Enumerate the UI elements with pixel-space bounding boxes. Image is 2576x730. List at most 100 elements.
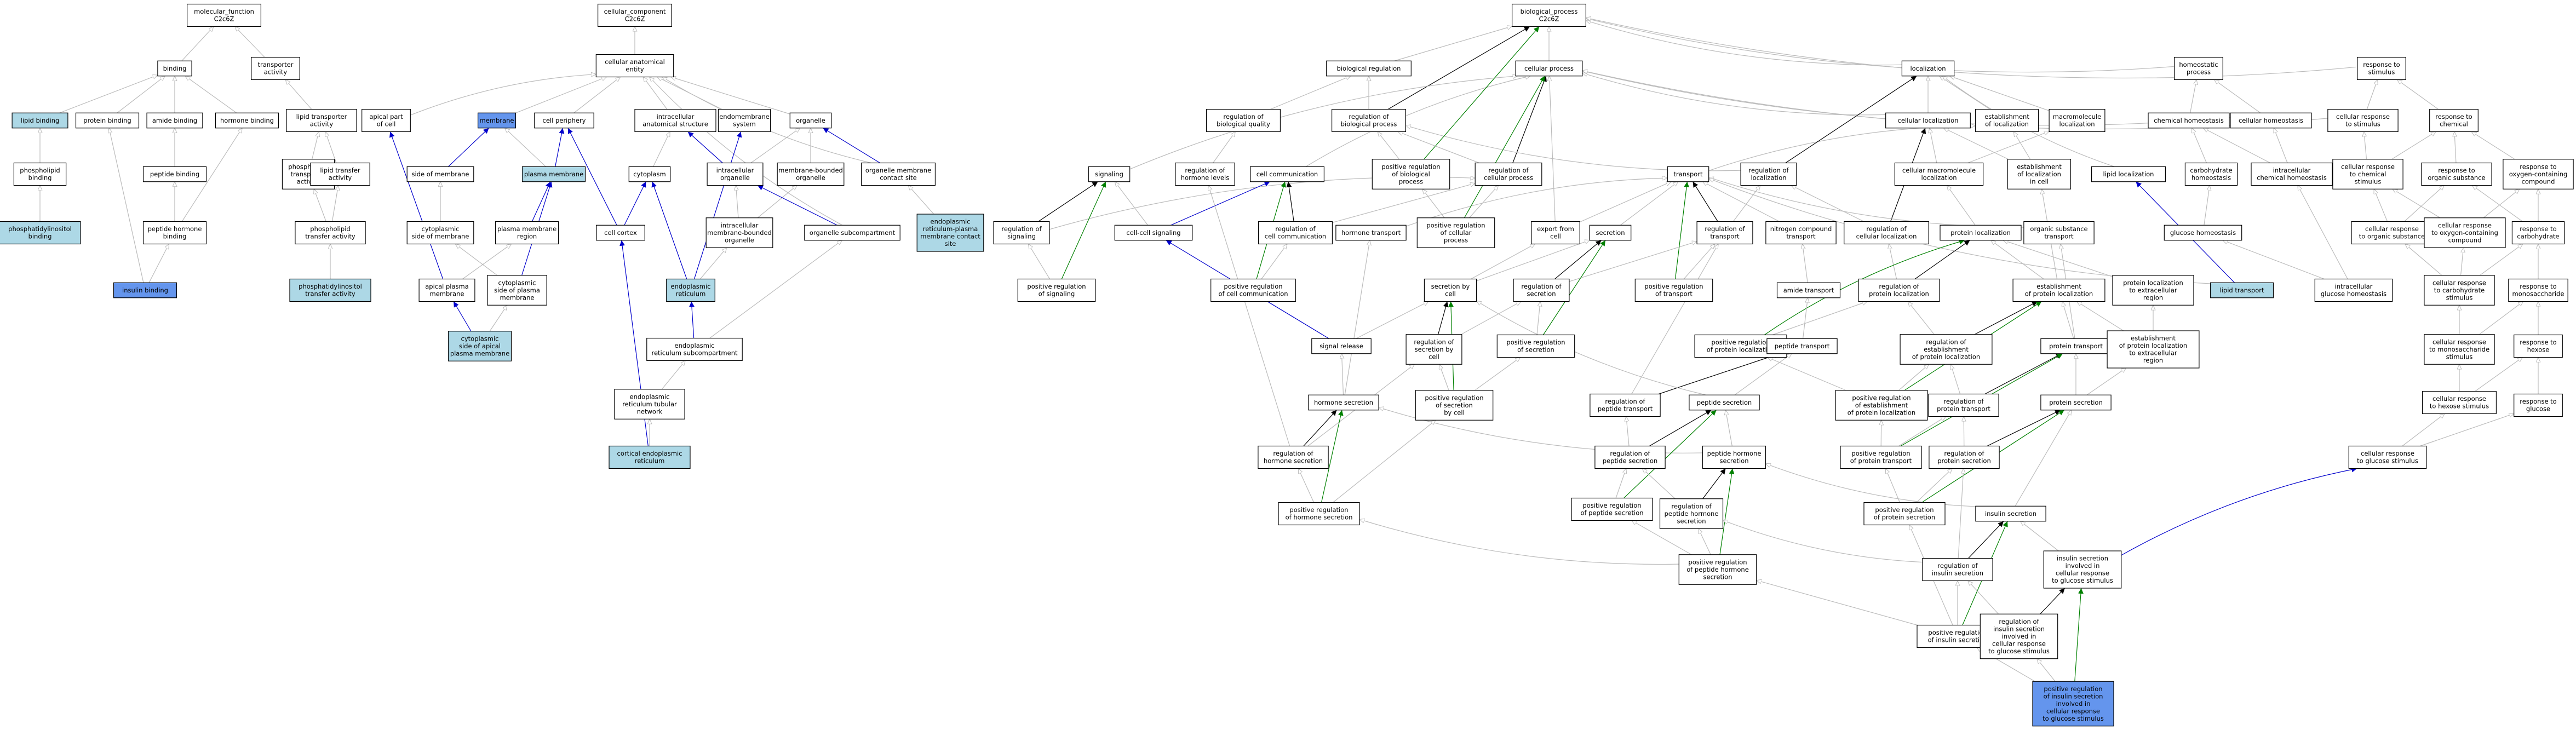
go-term-org-subcompartment[interactable]: organelle subcompartment — [804, 225, 900, 241]
go-term-peptide-secretion[interactable]: peptide secretion — [1689, 394, 1760, 411]
go-term-hormone-transport[interactable]: hormone transport — [1335, 225, 1407, 241]
go-term-cell-cell-signaling[interactable]: cell-cell signaling — [1114, 225, 1193, 241]
go-term-cell-communication[interactable]: cell communication — [1250, 166, 1325, 182]
go-term-cellular-homeostasis[interactable]: cellular homeostasis — [2230, 112, 2312, 129]
go-term-transport[interactable]: transport — [1667, 166, 1709, 182]
go-term-protein-secretion[interactable]: protein secretion — [2040, 394, 2112, 411]
go-term-lipid-transport[interactable]: lipid transport — [2210, 282, 2274, 298]
go-term-insulin-secretion[interactable]: insulin secretion — [1975, 505, 2046, 522]
go-term-lipid-localization[interactable]: lipid localization — [2091, 166, 2166, 182]
go-term-cell-cortex[interactable]: cell cortex — [596, 225, 645, 241]
go-term-insulin-binding[interactable]: insulin binding — [113, 282, 177, 298]
go-term-hormone-binding[interactable]: hormone binding — [215, 112, 279, 129]
go-term-cellular-localization[interactable]: cellular localization — [1885, 112, 1971, 129]
go-term-cytoplasm[interactable]: cytoplasm — [628, 166, 671, 182]
go-term-side-membrane[interactable]: side of membrane — [406, 166, 474, 182]
go-term-plasma-membrane[interactable]: plasma membrane — [521, 166, 586, 182]
go-term-glucose-homeostasis[interactable]: glucose homeostasis — [2164, 225, 2242, 241]
go-term-protein-localization[interactable]: protein localization — [1940, 225, 2022, 241]
go-term-signal-release[interactable]: signal release — [1311, 338, 1372, 354]
go-term-amide-transport[interactable]: amide transport — [1776, 282, 1841, 298]
go-term-protein-binding[interactable]: protein binding — [75, 112, 140, 129]
go-term-cellular-process[interactable]: cellular process — [1515, 60, 1583, 77]
go-term-biological-regulation[interactable]: biological regulation — [1326, 60, 1412, 77]
go-term-cell-periphery[interactable]: cell periphery — [534, 112, 594, 129]
go-term-secretion[interactable]: secretion — [1589, 225, 1632, 241]
go-term-amide-binding[interactable]: amide binding — [146, 112, 203, 129]
go-term-peptide-binding[interactable]: peptide binding — [142, 166, 207, 182]
go-term-organelle[interactable]: organelle — [789, 112, 832, 129]
go-term-peptide-transport[interactable]: peptide transport — [1766, 338, 1838, 354]
go-term-chemical-homeostasis[interactable]: chemical homeostasis — [2148, 112, 2230, 129]
